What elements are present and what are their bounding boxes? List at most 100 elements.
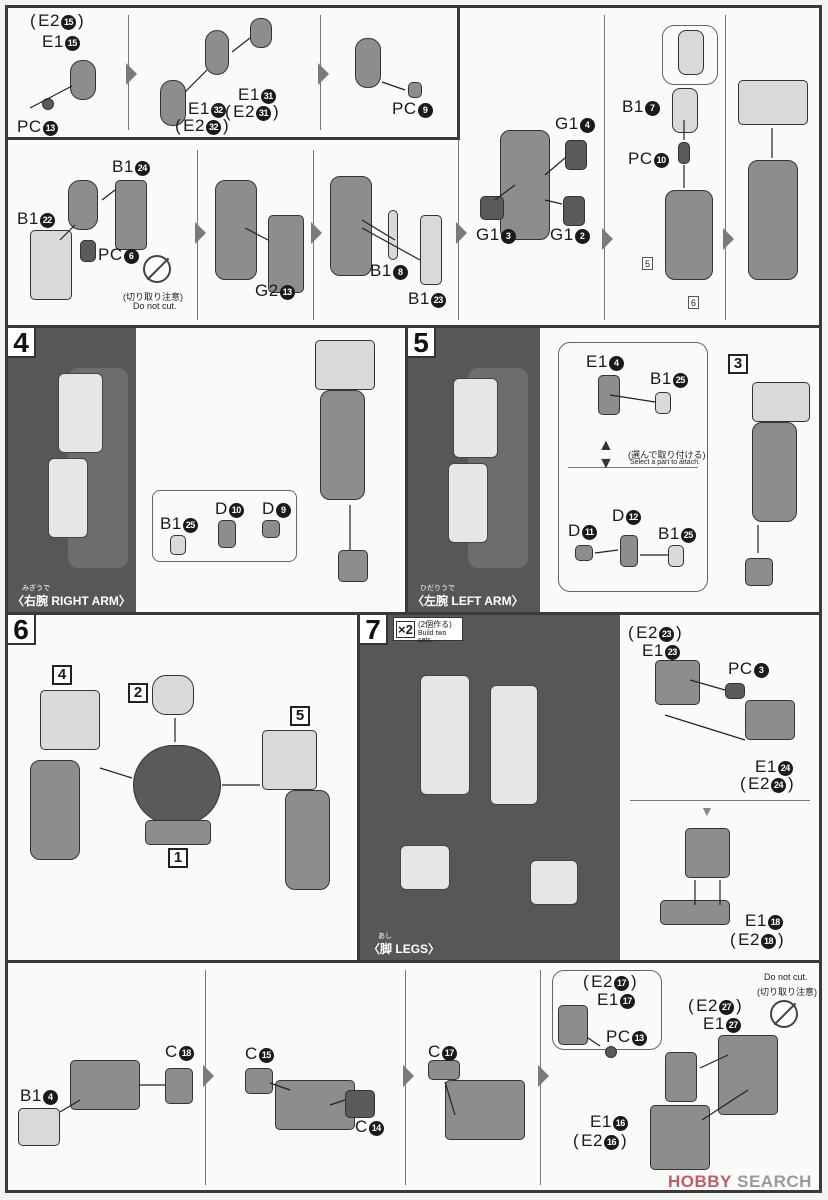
legs-photo — [360, 615, 620, 960]
part-illustration — [678, 142, 690, 164]
part-illustration — [115, 180, 147, 250]
substep-box — [5, 5, 460, 140]
legs-ruby: あし — [378, 933, 392, 940]
part-illustration — [620, 535, 638, 567]
caption-jp: 右腕 — [24, 594, 49, 608]
option-callout — [558, 342, 708, 592]
caption-en: RIGHT ARM — [51, 594, 119, 608]
do-not-cut-en: Do not cut. — [133, 301, 177, 311]
do-not-cut-jp: (切り取り注意) — [757, 987, 817, 997]
next-arrow-icon — [311, 222, 322, 244]
divider — [5, 325, 822, 328]
divider — [630, 800, 810, 801]
part-illustration — [275, 1080, 355, 1130]
build-note-en: Build two sets. — [418, 630, 447, 644]
select-note-en: Select a part to attach. — [630, 459, 701, 466]
next-arrow-icon — [403, 1065, 414, 1087]
part-illustration — [40, 690, 100, 750]
detail-callout — [662, 25, 718, 85]
divider — [405, 326, 408, 614]
divider — [568, 467, 698, 468]
part-illustration — [262, 520, 280, 538]
part-illustration — [70, 1060, 140, 1110]
part-illustration — [672, 88, 698, 133]
divider — [5, 612, 822, 615]
next-arrow-icon — [602, 228, 613, 250]
part-illustration — [30, 230, 72, 300]
part-illustration — [558, 1005, 588, 1045]
part-illustration — [170, 535, 186, 555]
next-arrow-icon — [126, 63, 137, 85]
right-arm-caption: 〈右腕 RIGHT ARM〉 — [12, 594, 131, 608]
part-illustration — [668, 545, 684, 567]
part-illustration — [165, 1068, 193, 1104]
part-illustration — [605, 1046, 617, 1058]
part-illustration — [330, 176, 372, 276]
part-illustration — [42, 98, 54, 110]
part-illustration — [650, 1105, 710, 1170]
ref-box: 3 — [728, 354, 748, 374]
ref-box: 1 — [168, 848, 188, 868]
next-arrow-icon — [723, 228, 734, 250]
next-arrow-icon — [318, 63, 329, 85]
ref-box: 4 — [52, 665, 72, 685]
do-not-cut-icon — [770, 1000, 798, 1028]
part-illustration — [215, 180, 257, 280]
step-number: 5 — [408, 328, 436, 358]
part-illustration — [30, 760, 80, 860]
callout-ref-6: 6 — [688, 296, 699, 309]
part-illustration — [428, 1060, 460, 1080]
build-count: ×2 — [396, 621, 415, 638]
step-number: 7 — [360, 615, 388, 645]
down-arrow-icon: ▼ — [700, 803, 714, 819]
part-illustration — [68, 180, 98, 230]
part-illustration — [500, 130, 550, 240]
do-not-cut-en: Do not cut. — [764, 972, 808, 982]
ref-box: 5 — [290, 706, 310, 726]
part-illustration — [660, 900, 730, 925]
divider — [725, 15, 726, 320]
caption-en: LEGS — [395, 942, 429, 956]
ref-box: 2 — [128, 683, 148, 703]
part-illustration — [218, 520, 236, 548]
detail-callout — [152, 490, 297, 562]
next-arrow-icon — [538, 1065, 549, 1087]
part-illustration — [655, 392, 671, 414]
build-note-jp: (2個作る) — [418, 620, 452, 629]
do-not-cut-icon — [143, 255, 171, 283]
part-illustration — [655, 660, 700, 705]
do-not-cut-jp: (切り取り注意) — [123, 292, 183, 302]
part-illustration — [245, 1068, 273, 1094]
